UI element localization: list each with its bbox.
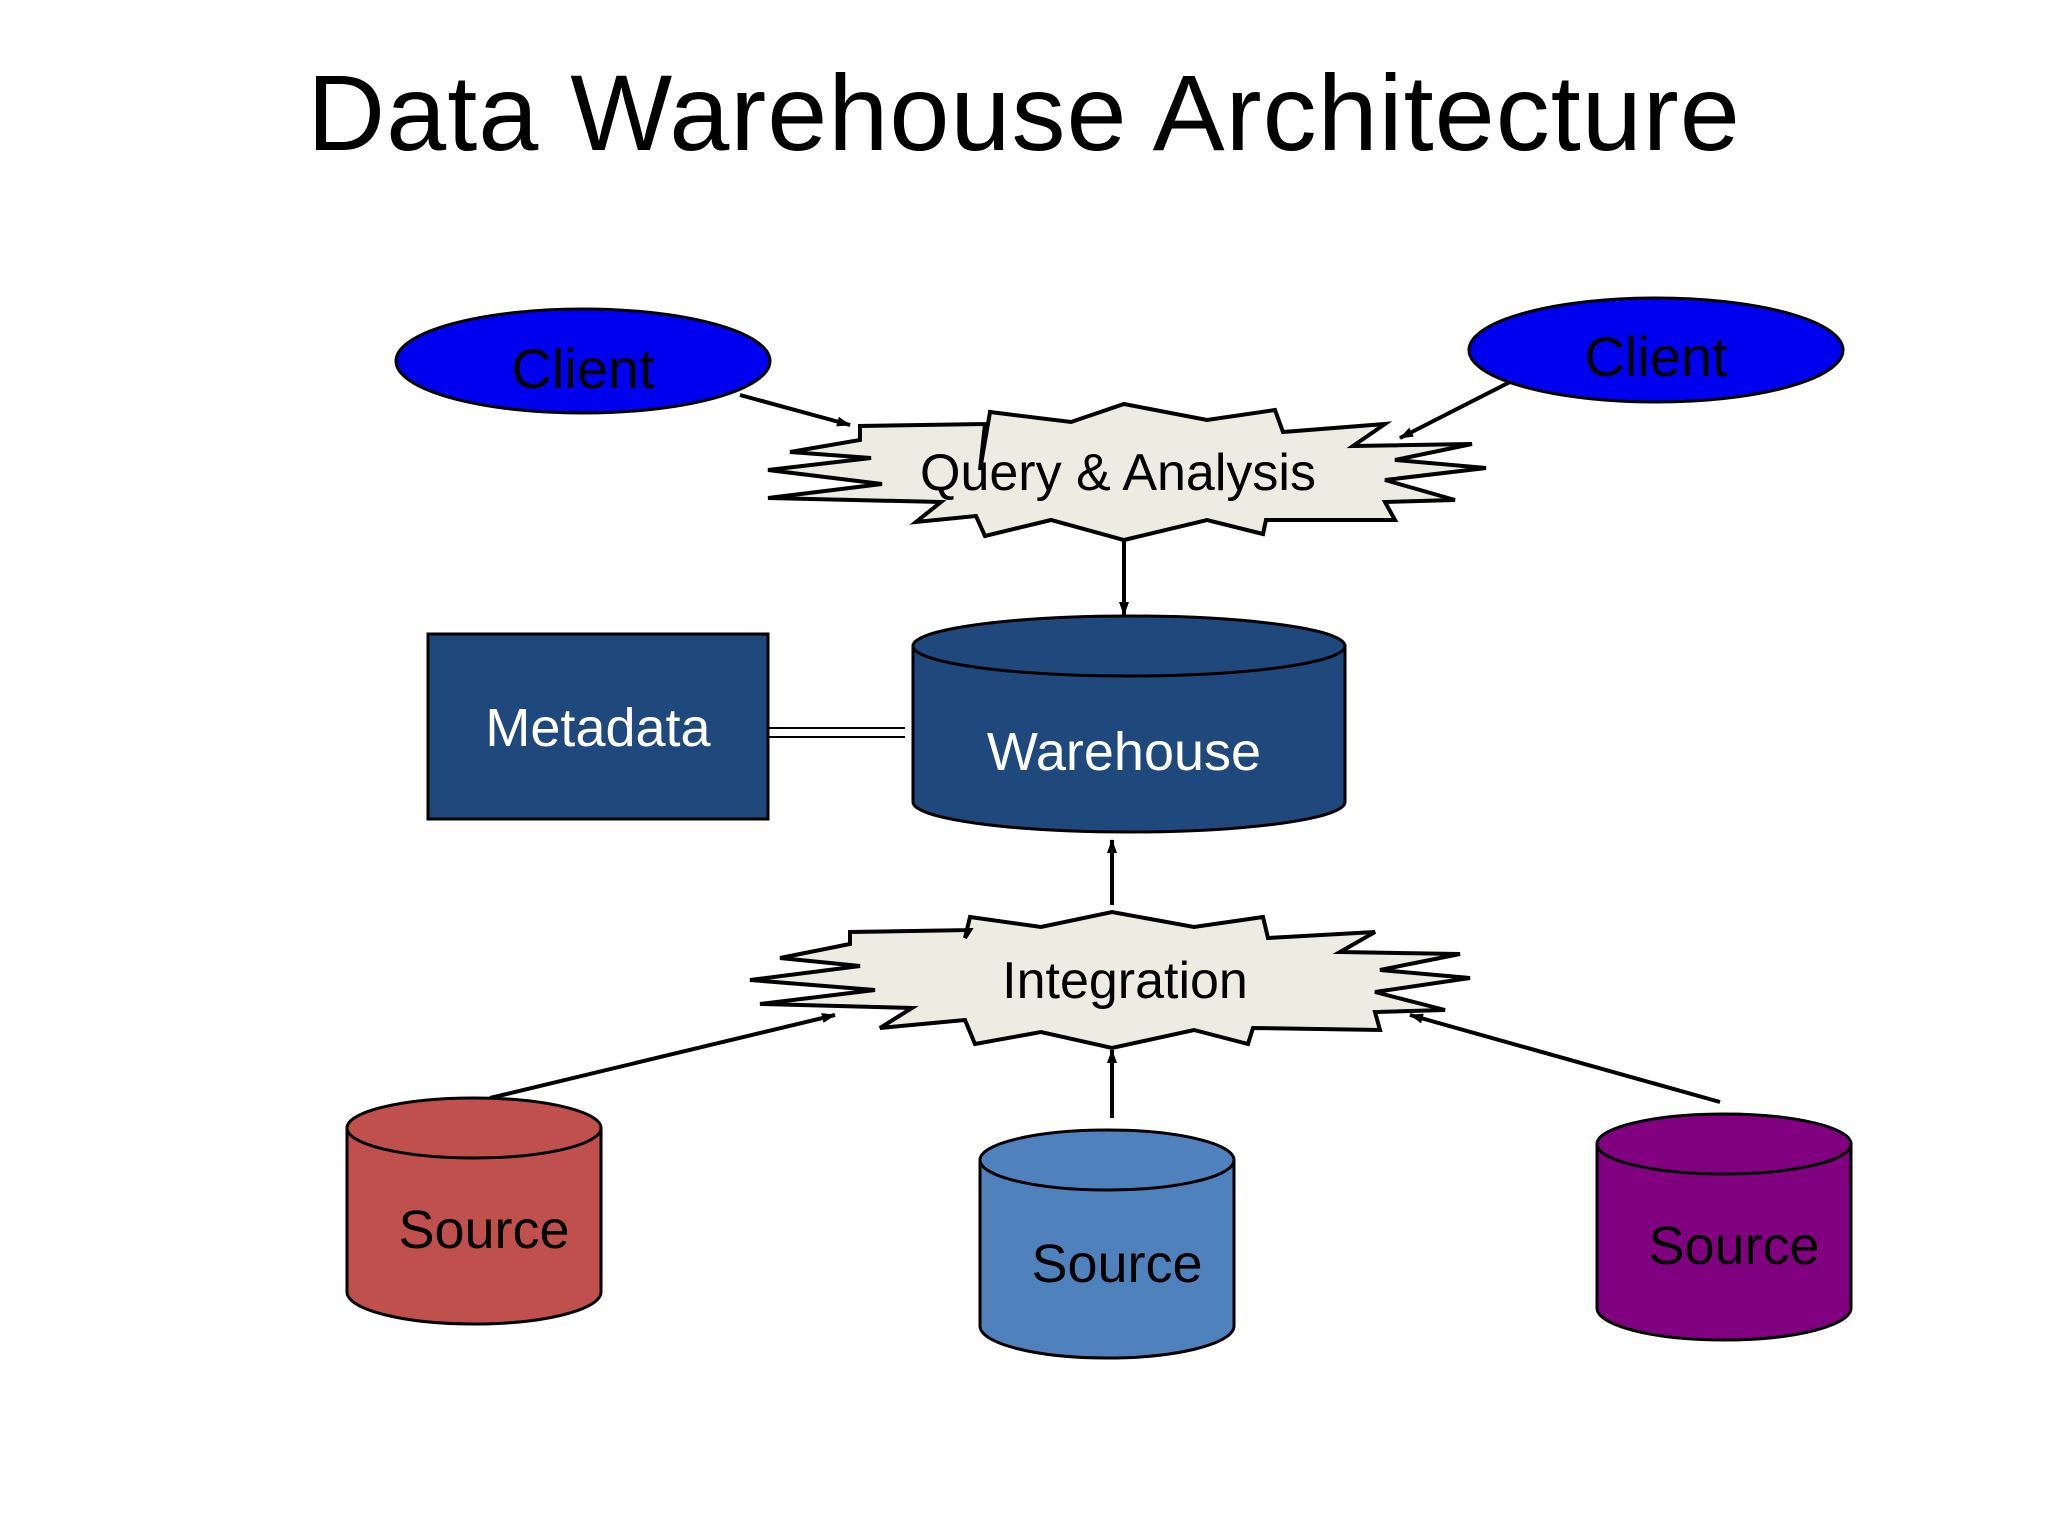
client-right-label: Client bbox=[1584, 325, 1728, 388]
slide-title: Data Warehouse Architecture bbox=[307, 52, 1741, 173]
source-middle-node: Source bbox=[978, 1128, 1236, 1360]
metadata-node: Metadata bbox=[426, 632, 770, 821]
integration-label: Integration bbox=[1002, 952, 1248, 1010]
arrow-source-right-to-integration bbox=[1409, 1013, 1721, 1104]
query-analysis-label: Query & Analysis bbox=[920, 444, 1316, 502]
metadata-label: Metadata bbox=[485, 698, 711, 758]
arrow-client-left-to-query bbox=[739, 393, 851, 427]
source-right-node: Source bbox=[1595, 1112, 1853, 1342]
query-analysis-node: Query & Analysis bbox=[767, 401, 1487, 543]
source-right-label: Source bbox=[1648, 1216, 1819, 1276]
arrow-client-right-to-query bbox=[1399, 380, 1511, 440]
warehouse-node: Warehouse bbox=[911, 614, 1347, 834]
client-right-node: Client bbox=[1467, 296, 1845, 404]
integration-node: Integration bbox=[749, 909, 1471, 1051]
source-left-label: Source bbox=[398, 1200, 569, 1260]
source-middle-label: Source bbox=[1031, 1234, 1202, 1294]
arrow-source-left-to-integration bbox=[489, 1013, 836, 1100]
client-left-label: Client bbox=[511, 337, 655, 400]
source-left-node: Source bbox=[345, 1096, 603, 1326]
client-left-node: Client bbox=[394, 307, 772, 415]
warehouse-label: Warehouse bbox=[987, 722, 1261, 782]
